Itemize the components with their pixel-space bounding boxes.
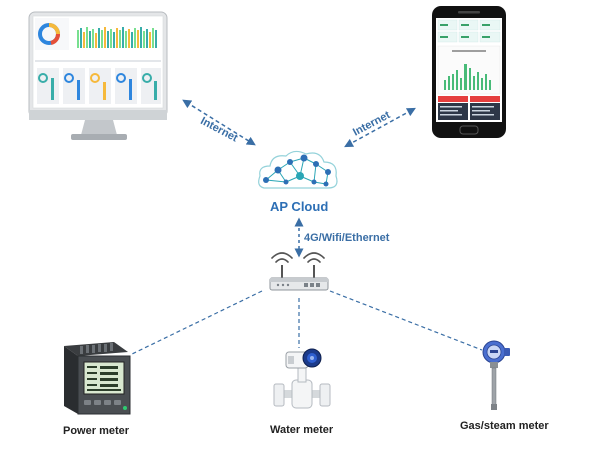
power-meter-label: Power meter — [63, 425, 130, 437]
water-meter-label: Water meter — [270, 424, 334, 436]
desktop-cloud-link — [182, 99, 256, 146]
smartphone-icon — [432, 6, 506, 138]
gas-steam-meter-label: Gas/steam meter — [460, 420, 549, 432]
mobile-cloud-link — [344, 107, 416, 148]
mobile-dashboard-thumbnail — [437, 19, 501, 120]
desktop-monitor-icon — [28, 11, 168, 140]
water-meter-icon — [273, 348, 331, 409]
gateway-link-label: 4G/Wifi/Ethernet — [304, 232, 390, 244]
gateway-router-icon — [269, 252, 329, 291]
power-meter-icon — [64, 342, 131, 415]
cloud-network-icon — [258, 150, 338, 189]
dashboard-thumbnail — [35, 18, 161, 104]
gas-steam-meter-icon — [482, 340, 510, 410]
gas-meter-link — [329, 290, 483, 351]
cloud-title: AP Cloud — [270, 199, 329, 214]
power-meter-link — [129, 290, 263, 356]
